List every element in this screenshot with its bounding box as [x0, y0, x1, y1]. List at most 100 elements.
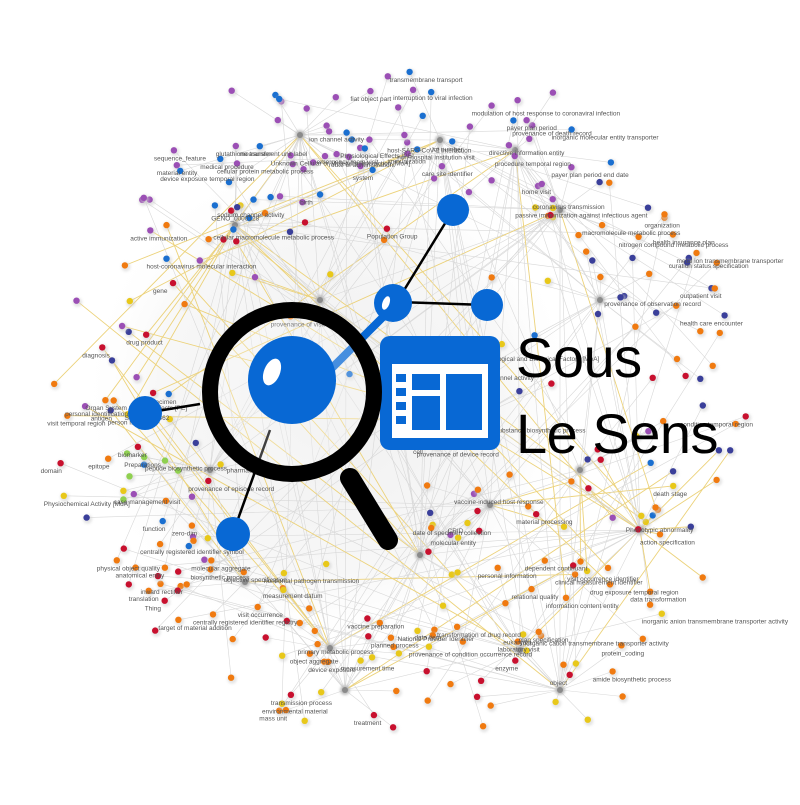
graph-node — [401, 132, 407, 138]
graph-node — [267, 194, 273, 200]
graph-node — [712, 285, 718, 291]
graph-node — [257, 143, 263, 149]
graph-node — [449, 571, 455, 577]
graph-node-label: visit occurrence — [238, 612, 284, 619]
graph-node — [467, 123, 473, 129]
graph-node-label: cell — [413, 449, 423, 456]
graph-node — [133, 374, 139, 380]
graph-node-label: provenance of episode record — [188, 486, 274, 493]
graph-node — [364, 615, 370, 621]
graph-node — [119, 323, 125, 329]
graph-node — [645, 205, 651, 211]
graph-node — [542, 557, 548, 563]
graph-node — [454, 624, 460, 630]
graph-node — [366, 136, 372, 142]
graph-node-label: coronavirus transmission — [533, 204, 605, 211]
graph-node-label: health care encounter — [680, 320, 744, 327]
graph-edge — [491, 690, 560, 706]
graph-node-label: metal ion transmembrane transporter — [677, 258, 785, 265]
graph-node — [638, 513, 644, 519]
graph-node — [395, 104, 401, 110]
graph-node — [568, 478, 574, 484]
graph-node-label: GENO_0000128 — [211, 216, 259, 223]
graph-node — [166, 391, 172, 397]
graph-node — [573, 660, 579, 666]
graph-node — [384, 226, 390, 232]
logo-node — [471, 289, 503, 321]
graph-node-label: case management visit — [114, 499, 181, 506]
graph-hub — [417, 552, 423, 558]
graph-node — [205, 236, 211, 242]
graph-node-label: vaccine preparation — [347, 624, 404, 631]
graph-edge — [640, 530, 703, 578]
graph-node — [727, 447, 733, 453]
graph-node-label: death stage — [653, 491, 687, 498]
graph-node — [230, 226, 236, 232]
graph-node — [357, 657, 363, 663]
graph-node — [605, 565, 611, 571]
graph-node — [190, 538, 196, 544]
graph-node-label: data transformation — [630, 597, 686, 604]
graph-node-label: Population Group — [367, 234, 418, 241]
graph-node — [577, 558, 583, 564]
graph-node — [693, 250, 699, 256]
graph-node-label: transmission process — [271, 700, 333, 707]
graph-node — [697, 376, 703, 382]
graph-node — [314, 641, 320, 647]
graph-node — [99, 344, 105, 350]
graph-node — [175, 568, 181, 574]
graph-node-label: treatment — [354, 720, 382, 727]
graph-node-label: payer plan period end date — [551, 172, 629, 179]
graph-node — [545, 278, 551, 284]
graph-node — [263, 634, 269, 640]
logo-node — [216, 517, 250, 551]
graph-node — [440, 603, 446, 609]
graph-node — [121, 545, 127, 551]
graph-edge — [352, 140, 440, 141]
graph-node — [277, 193, 283, 199]
graph-node — [674, 356, 680, 362]
graph-node-label: birth — [300, 200, 313, 207]
graph-node-label: passive immunization against infectious … — [515, 213, 647, 220]
graph-node-label: emergency room visit — [317, 159, 379, 166]
graph-node — [610, 515, 616, 521]
graph-node — [205, 478, 211, 484]
graph-node — [682, 373, 688, 379]
graph-node-label: glutathione transfer — [216, 151, 272, 158]
graph-node — [710, 363, 716, 369]
graph-node — [333, 151, 339, 157]
graph-node-label: action specification — [640, 539, 695, 546]
graph-node-label: Phenotypic abnormality — [626, 527, 694, 534]
graph-node — [181, 301, 187, 307]
graph-edge — [560, 690, 623, 697]
graph-node — [208, 557, 214, 563]
graph-node — [388, 635, 394, 641]
graph-node — [297, 620, 303, 626]
graph-node — [506, 142, 512, 148]
graph-node — [61, 493, 67, 499]
graph-node — [371, 712, 377, 718]
graph-node-label: care site identifier — [422, 171, 474, 178]
graph-node-label: mass unit — [259, 716, 287, 723]
graph-node — [276, 96, 282, 102]
graph-edge — [477, 690, 560, 697]
graph-node — [147, 227, 153, 233]
graph-node — [131, 491, 137, 497]
graph-node — [141, 195, 147, 201]
graph-node — [189, 522, 195, 528]
graph-node-label: physical object quality — [97, 565, 161, 572]
graph-node — [126, 473, 132, 479]
dashboard-icon — [380, 336, 500, 450]
graph-hub — [597, 297, 603, 303]
graph-node-label: molecular entity — [431, 540, 477, 547]
graph-node-label: interruption to viral infection — [393, 95, 473, 102]
graph-node — [252, 274, 258, 280]
graph-node — [323, 561, 329, 567]
graph-node — [160, 518, 166, 524]
graph-node — [114, 557, 120, 563]
graph-node — [488, 702, 494, 708]
graph-node-label: organization — [645, 223, 681, 230]
graph-node-label: fiat object part — [350, 96, 391, 103]
graph-node-label: ion channel activity — [309, 136, 365, 143]
graph-node — [318, 689, 324, 695]
